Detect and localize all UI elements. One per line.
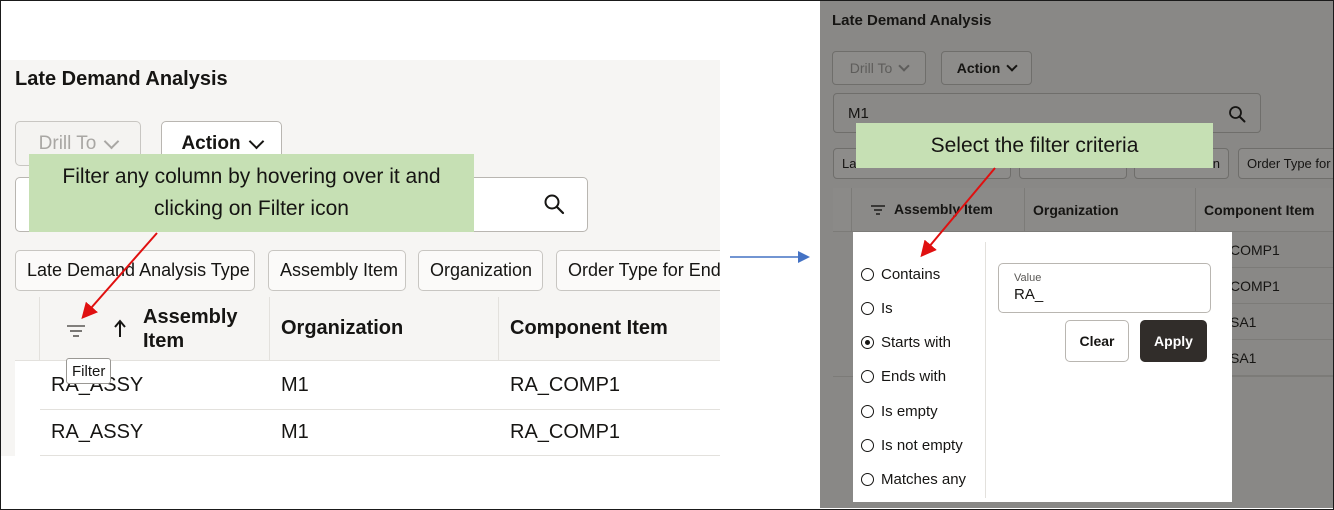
radio-button[interactable] (861, 302, 874, 315)
column-header-assembly-item[interactable]: Assembly Item (40, 297, 270, 361)
filter-popup: Contains Is Starts with Ends with Is emp… (853, 232, 1232, 502)
page-title: Late Demand Analysis (832, 12, 992, 29)
option-label: Is not empty (881, 437, 963, 454)
drill-to-label: Drill To (38, 132, 97, 154)
option-starts-with[interactable]: Starts with (861, 334, 951, 351)
option-label: Ends with (881, 368, 947, 385)
column-header-label: Assembly Item (894, 201, 993, 217)
chevron-down-icon (898, 59, 910, 72)
radio-button[interactable] (861, 405, 874, 418)
sort-ascending-icon[interactable] (113, 319, 127, 339)
table-cell: COMP1 (1196, 232, 1333, 268)
filter-chip-order-type[interactable]: Order Type for (1238, 148, 1333, 179)
value-input[interactable]: Value RA_ (998, 263, 1211, 313)
radio-button-selected[interactable] (861, 336, 874, 349)
filter-chip-late-demand-analysis-type[interactable]: Late Demand Analysis Type (15, 250, 255, 291)
option-label: Contains (881, 266, 941, 283)
option-is-empty[interactable]: Is empty (861, 403, 938, 420)
column-header-component-item[interactable]: Component Item (1196, 188, 1333, 232)
row-selector-header (15, 297, 40, 361)
option-matches-any[interactable]: Matches any (861, 471, 966, 488)
row-selector-header (833, 188, 852, 232)
search-value: M1 (848, 105, 869, 122)
page-title: Late Demand Analysis (15, 68, 228, 90)
option-label: Is (881, 300, 893, 317)
option-label: Is empty (881, 403, 938, 420)
option-is[interactable]: Is (861, 300, 893, 317)
action-label: Action (181, 132, 241, 154)
chevron-down-icon (248, 133, 264, 149)
radio-button[interactable] (861, 268, 874, 281)
column-header-organization[interactable]: Organization (270, 297, 499, 361)
table-cell: SA1 (1196, 304, 1333, 340)
filter-icon[interactable] (66, 323, 86, 339)
popup-divider (985, 242, 986, 498)
apply-button[interactable]: Apply (1140, 320, 1207, 362)
radio-button[interactable] (861, 473, 874, 486)
column-header-assembly-item[interactable]: Assembly Item (852, 188, 1025, 232)
data-table: Assembly Item Organization Component Ite… (15, 297, 720, 456)
column-header-organization[interactable]: Organization (1025, 188, 1196, 232)
callout-text: Select the filter criteria (930, 133, 1139, 157)
option-contains[interactable]: Contains (861, 266, 940, 283)
table-cell: RA_COMP1 (499, 410, 720, 456)
option-label: Matches any (881, 471, 967, 488)
radio-button[interactable] (861, 439, 874, 452)
filter-chip-assembly-item[interactable]: Assembly Item (268, 250, 406, 291)
chevron-down-icon (104, 133, 120, 149)
chevron-down-icon (1006, 59, 1018, 72)
value-field-text: RA_ (1014, 286, 1044, 303)
filter-chip-organization[interactable]: Organization (418, 250, 543, 291)
table-cell: COMP1 (1196, 268, 1333, 304)
drill-to-button[interactable]: Drill To (832, 51, 926, 85)
column-header-label: Assembly Item (143, 306, 238, 352)
action-label: Action (956, 60, 1001, 76)
table-cell: M1 (270, 361, 499, 410)
callout-filter-hint: Filter any column by hovering over it an… (29, 154, 474, 232)
option-label: Starts with (881, 334, 952, 351)
filter-chip-order-type[interactable]: Order Type for End I (556, 250, 720, 291)
column-header-component-item[interactable]: Component Item (499, 297, 720, 361)
radio-button[interactable] (861, 370, 874, 383)
left-screenshot-panel: Late Demand Analysis Drill To Action Lat… (1, 60, 720, 456)
table-cell: M1 (270, 410, 499, 456)
option-ends-with[interactable]: Ends with (861, 368, 946, 385)
action-button[interactable]: Action (941, 51, 1032, 85)
option-is-not-empty[interactable]: Is not empty (861, 437, 963, 454)
search-icon[interactable] (543, 193, 565, 215)
callout-text: Filter any column by hovering over it an… (62, 165, 441, 220)
filter-icon[interactable] (870, 204, 886, 216)
filter-tooltip: Filter (66, 358, 112, 384)
table-cell: RA_COMP1 (499, 361, 720, 410)
value-field-label: Value (1014, 272, 1042, 284)
table-cell: RA_ASSY (40, 410, 270, 456)
search-icon[interactable] (1228, 105, 1246, 123)
drill-to-label: Drill To (849, 60, 893, 76)
table-cell: SA1 (1196, 340, 1333, 376)
clear-button[interactable]: Clear (1065, 320, 1129, 362)
callout-select-criteria: Select the filter criteria (856, 123, 1213, 168)
